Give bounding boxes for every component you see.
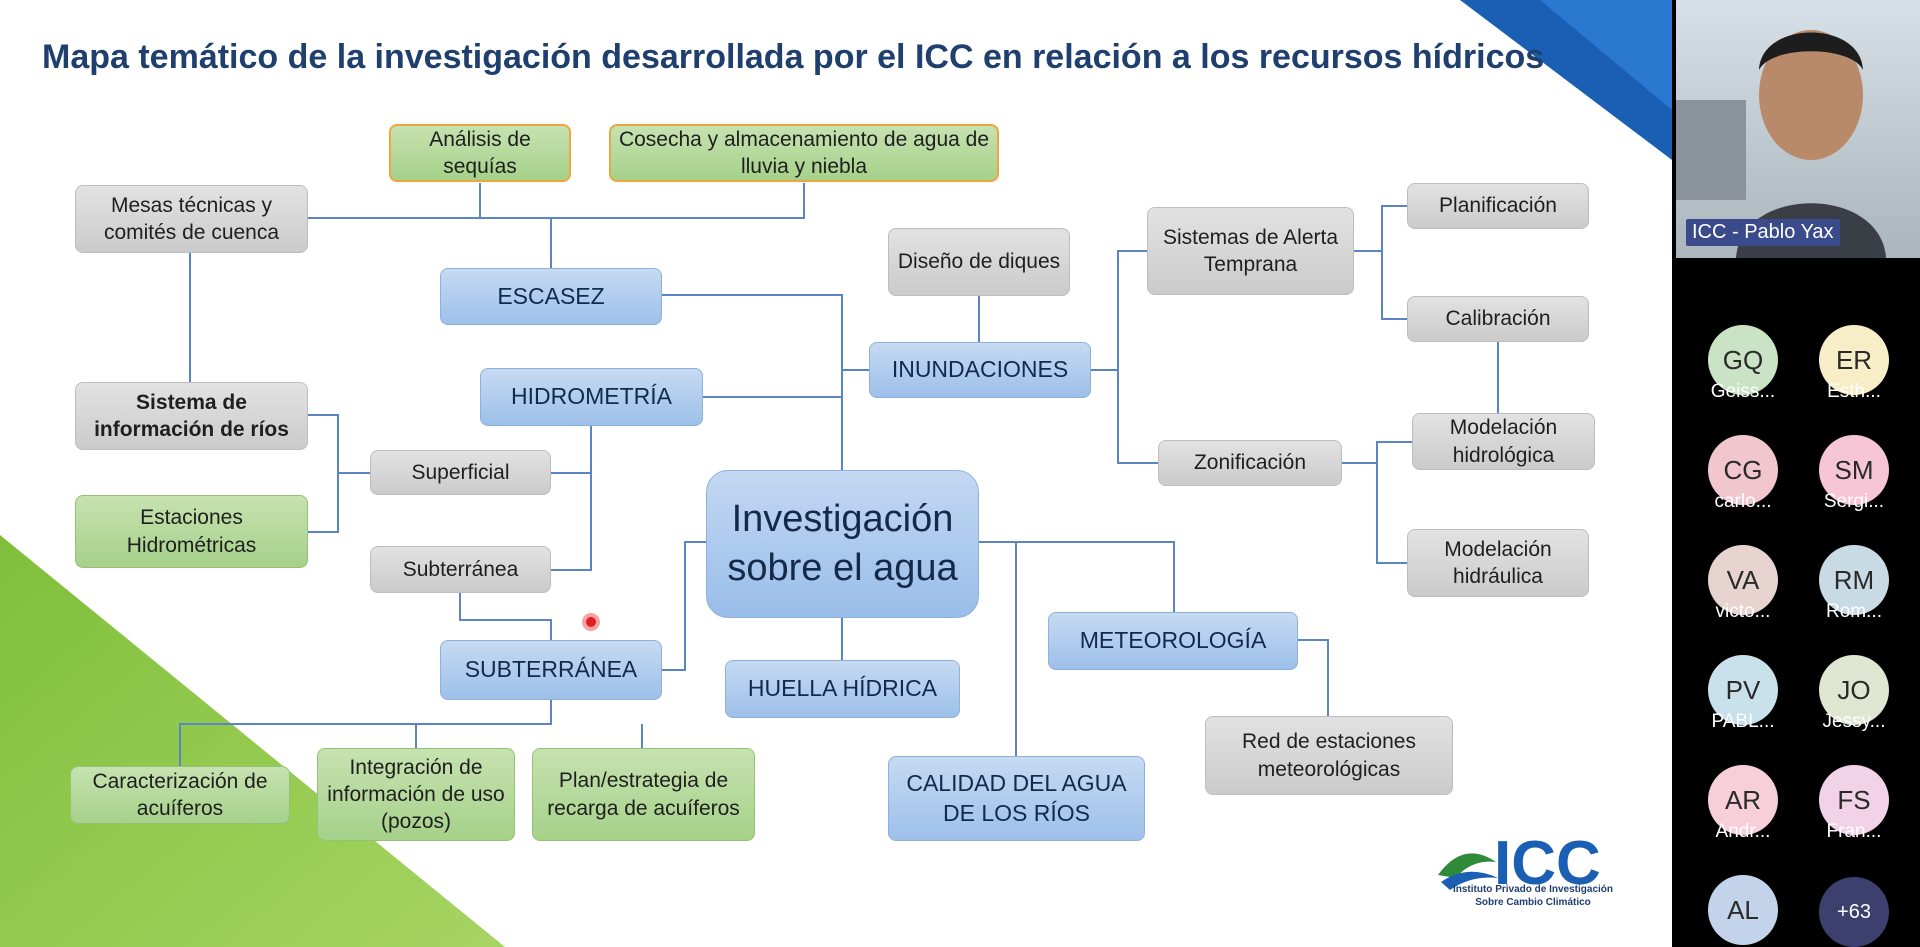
node-huella-hidrica: HUELLA HÍDRICA <box>725 660 960 718</box>
node-estaciones-hidrometricas: Estaciones Hidrométricas <box>75 495 308 568</box>
node-cosecha-agua: Cosecha y almacenamiento de agua de lluv… <box>609 124 999 182</box>
node-zonificacion: Zonificación <box>1158 440 1342 486</box>
participant-name: carlo... <box>1714 491 1772 512</box>
participant-name: Sergi... <box>1823 491 1885 512</box>
participant-avatar[interactable]: CG <box>1708 435 1778 505</box>
participant-name: PABL... <box>1711 711 1775 732</box>
participant-avatar[interactable]: SM <box>1819 435 1889 505</box>
participant-name: Jessy... <box>1822 711 1886 732</box>
node-analisis-sequias: Análisis de sequías <box>389 124 571 182</box>
slide-background <box>0 0 1672 947</box>
participant-avatar[interactable]: VA <box>1708 545 1778 615</box>
node-red-estaciones: Red de estaciones meteorológicas <box>1205 716 1453 795</box>
participant-name: Rom... <box>1826 601 1882 622</box>
node-escasez: ESCASEZ <box>440 268 662 325</box>
node-center-investigacion: Investigación sobre el agua <box>706 470 979 618</box>
participant-name: Geiss... <box>1710 381 1776 402</box>
node-integracion-informacion: Integración de información de uso (pozos… <box>317 748 515 841</box>
logo-wave-shape <box>1441 871 1498 890</box>
pointer-dot <box>582 613 600 631</box>
speaker-video-tile[interactable] <box>1676 0 1920 258</box>
participant-avatar[interactable]: RM <box>1819 545 1889 615</box>
node-hidrometria: HIDROMETRÍA <box>480 368 703 426</box>
logo-subtitle-line-1: Instituto Privado de Investigación <box>1452 884 1614 895</box>
node-modelacion-hidrologica: Modelación hidrológica <box>1412 413 1595 470</box>
node-calidad-agua: CALIDAD DEL AGUA DE LOS RÍOS <box>888 756 1145 841</box>
node-calibracion: Calibración <box>1407 296 1589 342</box>
participant-avatar[interactable]: AL <box>1708 875 1778 945</box>
corner-green-shape <box>0 535 505 947</box>
participant-avatar[interactable]: GQ <box>1708 325 1778 395</box>
node-caracterizacion-acuiferos: Caracterización de acuíferos <box>70 766 290 824</box>
participant-avatar[interactable]: FS <box>1819 765 1889 835</box>
connector-lines <box>179 183 1499 766</box>
participant-name: Esth... <box>1827 381 1881 402</box>
logo-leaf-shape <box>1438 853 1496 878</box>
node-meteorologia: METEOROLOGÍA <box>1048 612 1298 670</box>
center-line-2: sobre el agua <box>727 547 958 589</box>
node-diseno-diques: Diseño de diques <box>888 228 1070 296</box>
node-superficial: Superficial <box>370 450 551 495</box>
participant-avatar[interactable]: AR <box>1708 765 1778 835</box>
node-plan-estrategia: Plan/estrategia de recarga de acuíferos <box>532 748 755 841</box>
node-subterranea-small: Subterránea <box>370 546 551 593</box>
node-mesas-tecnicas: Mesas técnicas y comités de cuenca <box>75 185 308 253</box>
more-participants-button[interactable]: +63 <box>1819 877 1889 947</box>
presentation-slide: Mapa temático de la investigación desarr… <box>0 0 1672 947</box>
center-line-1: Investigación <box>731 497 954 540</box>
logo-subtitle: Instituto Privado de Investigación Sobre… <box>1421 884 1645 909</box>
node-modelacion-hidraulica: Modelación hidráulica <box>1407 529 1589 597</box>
node-inundaciones: INUNDACIONES <box>869 342 1091 398</box>
node-subterranea: SUBTERRÁNEA <box>440 640 662 700</box>
participant-avatar[interactable]: ER <box>1819 325 1889 395</box>
participant-name: Andr... <box>1715 821 1771 842</box>
participant-name: victo... <box>1715 601 1771 622</box>
participant-avatar[interactable]: JO <box>1819 655 1889 725</box>
node-planificacion: Planificación <box>1407 183 1589 229</box>
logo-subtitle-line-2: Sobre Cambio Climático <box>1475 896 1591 908</box>
icc-logo: ICC <box>1438 829 1601 898</box>
participant-name: Fran... <box>1826 821 1882 842</box>
node-sistemas-alerta: Sistemas de Alerta Temprana <box>1147 207 1354 295</box>
node-sistema-informacion-rios: Sistema de información de ríos <box>75 382 308 450</box>
corner-blue-shape-light <box>1540 0 1672 110</box>
logo-text: ICC <box>1494 829 1601 898</box>
slide-title: Mapa temático de la investigación desarr… <box>42 38 1545 76</box>
speaker-name-label: ICC - Pablo Yax <box>1686 219 1840 246</box>
participant-avatar[interactable]: PV <box>1708 655 1778 725</box>
